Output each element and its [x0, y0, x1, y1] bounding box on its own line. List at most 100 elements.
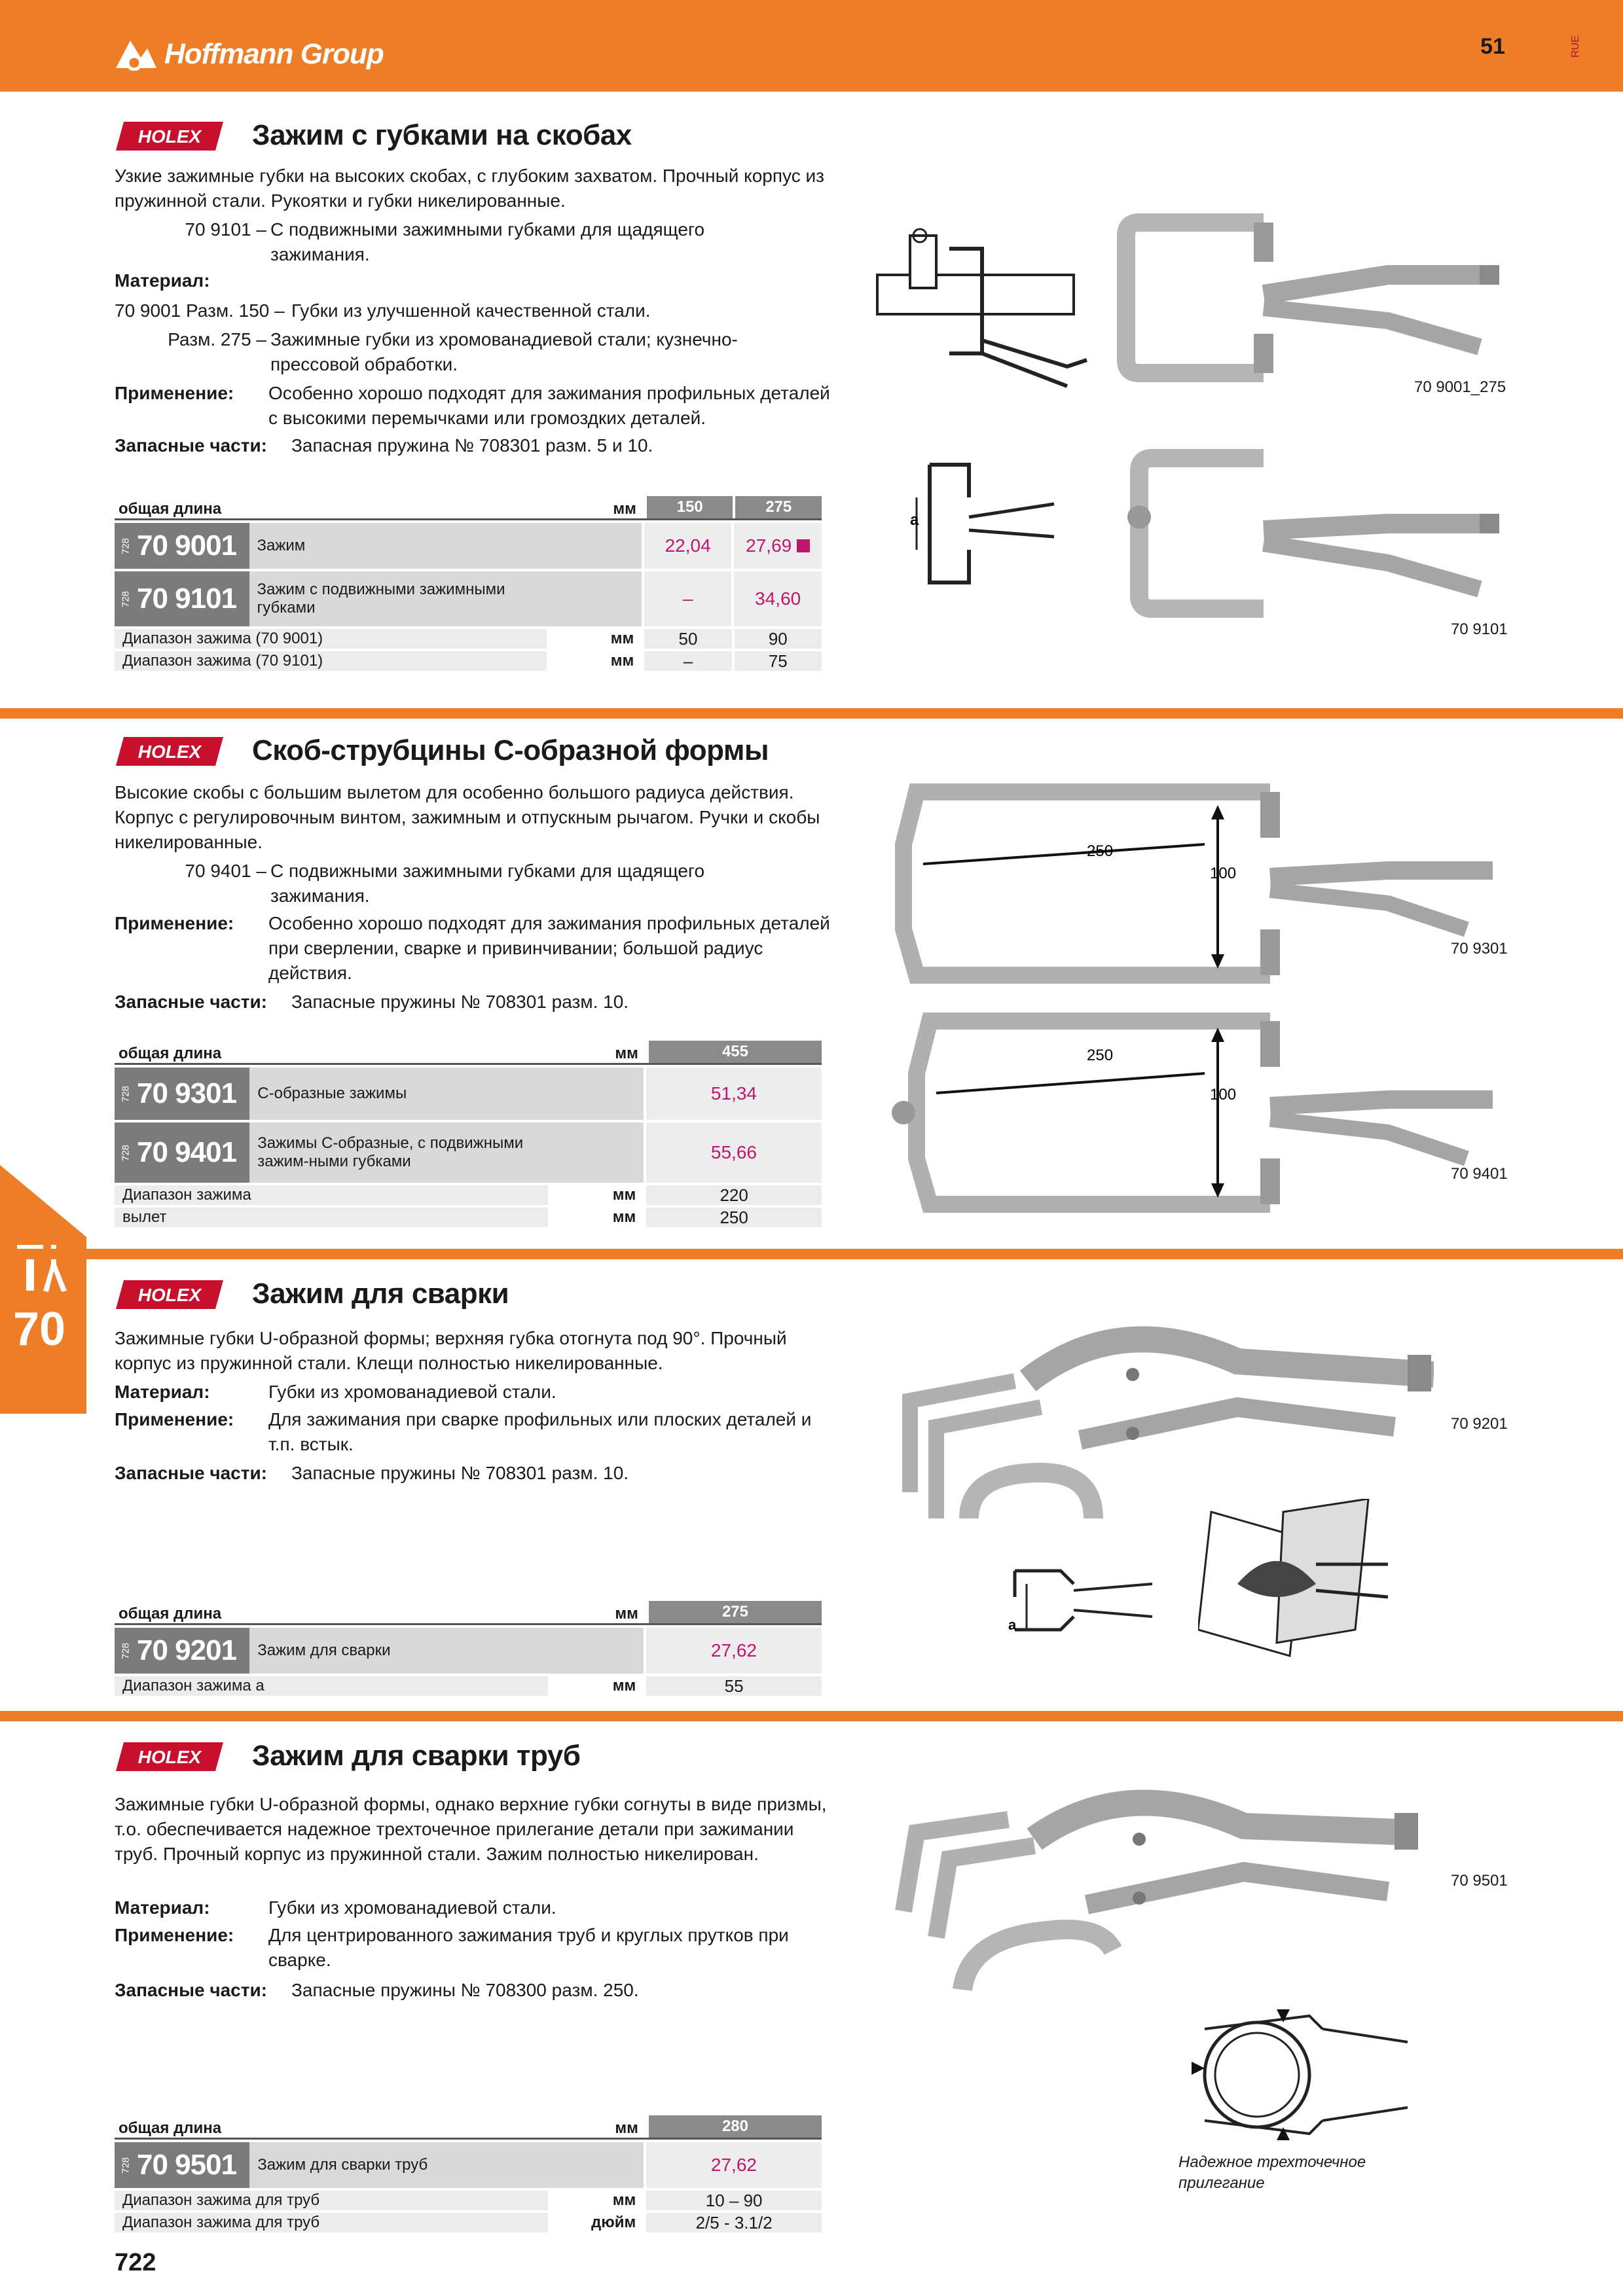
application-text: Для центрированного зажимания труб и кру…	[268, 1925, 789, 1970]
material-row: Материал: Губки из хромованадиевой стали…	[115, 1895, 831, 1920]
product-description: Зажим с подвижными зажимными губками	[249, 571, 548, 626]
product-description: Зажим для сварки труб	[249, 2142, 549, 2188]
variant-text: С подвижными зажимными губками для щадящ…	[270, 861, 705, 906]
spare-parts-label: Запасные части:	[115, 1980, 267, 2000]
hoffmann-logo-icon	[115, 38, 158, 71]
size-header: 150	[646, 496, 733, 518]
application-label: Применение:	[115, 1925, 234, 1945]
spare-parts-text: Запасные пружины № 708301 разм. 10.	[291, 1463, 629, 1483]
spec-name: Диапазон зажима для труб	[115, 2191, 549, 2210]
section-description: Узкие зажимные губки на высоких скобах, …	[115, 166, 824, 211]
material-text: Губки из хромованадиевой стали.	[268, 1382, 556, 1402]
article-code: 70 9101	[137, 583, 237, 615]
material-code: Разм. 275 –	[168, 329, 266, 350]
spec-unit: мм	[546, 630, 642, 648]
spec-name: Диапазон зажима	[115, 1185, 549, 1205]
section-title: Зажим для сварки	[252, 1278, 509, 1310]
application-row: Применение: Особенно хорошо подходят для…	[115, 381, 831, 431]
table-row[interactable]: 728 70 9501 Зажим для сварки труб 27,62	[115, 2142, 822, 2188]
spec-unit: мм	[548, 1677, 644, 1695]
material-label: Материал:	[115, 1897, 210, 1918]
spec-name: Диапазон зажима для труб	[115, 2213, 549, 2233]
section-divider	[0, 1249, 1623, 1259]
dimension-label: 250	[1087, 842, 1113, 860]
spare-parts-row: Запасные части: Запасные пружины № 70830…	[115, 990, 854, 1014]
spec-unit: мм	[548, 2191, 644, 2210]
figure-label: 70 9201	[1451, 1415, 1508, 1433]
spec-value: 220	[646, 1185, 822, 1205]
application-text: Особенно хорошо подходят для зажимания п…	[268, 383, 830, 428]
size-header: 275	[735, 496, 822, 518]
row-spacer	[549, 1628, 644, 1674]
section-title: Зажим с губками на скобах	[252, 119, 632, 151]
application-label: Применение:	[115, 383, 234, 403]
product-image-709401: 250 100	[877, 995, 1506, 1221]
product-table: общая длина мм 275 728 70 9201 Зажим для…	[115, 1601, 822, 1696]
dimension-label: 250	[1087, 1047, 1113, 1064]
price: 27,69	[746, 535, 792, 556]
product-description: Зажим	[249, 523, 548, 569]
three-point-contact-diagram	[1178, 1990, 1414, 2150]
size-header: 455	[648, 1041, 822, 1063]
footer-page-number: 722	[115, 2249, 156, 2276]
material-text: Губки из улучшенной качественной стали.	[291, 300, 651, 321]
table-header: общая длина мм 455	[115, 1041, 822, 1065]
article-number: 728 70 9401	[115, 1122, 250, 1183]
article-code: 70 9501	[137, 2149, 237, 2181]
article-number: 728 70 9201	[115, 1628, 250, 1674]
column-header-length: общая длина	[119, 500, 222, 518]
unit-label: мм	[615, 1605, 638, 1623]
price: 27,62	[646, 2142, 822, 2188]
holex-text: HOLEX	[138, 1747, 203, 1767]
table-header: общая длина мм 275	[115, 1601, 822, 1625]
material-row-2: Разм. 275 – Зажимные губки из хромованад…	[115, 327, 748, 377]
dimension-label: 100	[1210, 1086, 1236, 1103]
spec-value: 50	[644, 629, 732, 649]
article-code: 70 9001	[137, 529, 237, 562]
figure-label: 70 9501	[1451, 1872, 1508, 1890]
spec-row: Диапазон зажима (70 9001) мм 50 90	[115, 629, 822, 649]
material-text: Зажимные губки из хромованадиевой стали;…	[270, 329, 738, 374]
product-description: Зажим для сварки	[249, 1628, 549, 1674]
table-row[interactable]: 728 70 9301 С-образные зажимы 51,34	[115, 1067, 822, 1120]
table-row[interactable]: 728 70 9401 Зажимы С-образные, с подвижн…	[115, 1122, 822, 1183]
chapter-side-tab[interactable]: 70	[0, 1165, 86, 1414]
brand-name: Hoffmann Group	[164, 38, 384, 70]
figure-label: 70 9301	[1451, 940, 1508, 958]
column-header-length: общая длина	[119, 1045, 222, 1062]
welding-application-diagram	[1197, 1498, 1395, 1672]
row-spacer	[549, 2142, 644, 2188]
variant-text: С подвижными зажимными губками для щадящ…	[270, 219, 705, 264]
language-tag: RUE	[1570, 35, 1581, 58]
variant-row: 70 9401 – С подвижными зажимными губками…	[115, 859, 755, 908]
spec-name: вылет	[115, 1208, 549, 1227]
spec-name: Диапазон зажима (70 9001)	[115, 629, 547, 649]
application-row: Применение: Для зажимания при сварке про…	[115, 1407, 831, 1457]
unit-label: мм	[615, 1045, 638, 1062]
article-prefix: 728	[120, 2157, 132, 2174]
row-spacer	[547, 523, 642, 569]
product-image-709301: 250 100	[877, 766, 1506, 992]
variant-code: 70 9101 –	[185, 219, 266, 240]
size-header: 280	[648, 2115, 822, 2138]
brand-logo[interactable]: Hoffmann Group	[115, 31, 384, 77]
holex-logo: HOLEX	[115, 1741, 225, 1772]
size-header: 275	[648, 1601, 822, 1623]
spec-row: Диапазон зажима мм 220	[115, 1185, 822, 1205]
material-label: Материал:	[115, 270, 210, 291]
holex-logo: HOLEX	[115, 736, 225, 767]
spare-parts-text: Запасная пружина № 708301 разм. 5 и 10.	[291, 435, 653, 456]
section-title: Зажим для сварки труб	[252, 1740, 581, 1772]
spec-row: Диапазон зажима а мм 55	[115, 1676, 822, 1696]
dimension-label: a	[910, 511, 919, 529]
spec-row: Диапазон зажима (70 9101) мм – 75	[115, 651, 822, 671]
table-row[interactable]: 728 70 9201 Зажим для сварки 27,62	[115, 1628, 822, 1674]
spec-value: 250	[646, 1208, 822, 1227]
section-divider	[0, 1711, 1623, 1721]
product-table: общая длина мм 280 728 70 9501 Зажим для…	[115, 2115, 822, 2233]
table-row[interactable]: 728 70 9101 Зажим с подвижными зажимными…	[115, 571, 822, 626]
figure-label: 70 9101	[1451, 620, 1508, 638]
table-row[interactable]: 728 70 9001 Зажим 22,04 27,69	[115, 523, 822, 569]
material-text: Губки из хромованадиевой стали.	[268, 1897, 556, 1918]
dimension-label: 100	[1210, 865, 1236, 882]
